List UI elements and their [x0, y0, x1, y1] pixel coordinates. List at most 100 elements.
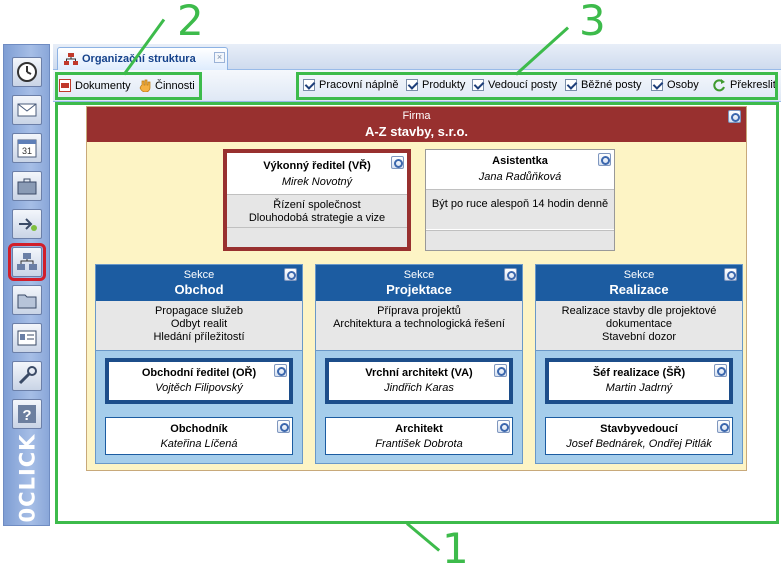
post-footer	[227, 227, 407, 247]
post-person: František Dobrota	[375, 438, 463, 450]
post-person: Jindřich Karas	[384, 382, 454, 394]
export-icon[interactable]	[12, 209, 42, 239]
post-title: Asistentka	[492, 155, 548, 167]
org-chart: Firma A-Z stavby, s.r.o. Výkonný ředitel…	[86, 106, 747, 471]
lead-settings-icon[interactable]	[714, 364, 727, 377]
section-description: Příprava projektů Architektura a technol…	[316, 301, 522, 351]
activities-button[interactable]: Činnosti	[139, 79, 195, 92]
org-tab-icon	[64, 53, 78, 65]
brand-text: 0CLICK	[15, 433, 39, 523]
briefcase-icon[interactable]	[12, 171, 42, 201]
checkbox[interactable]	[472, 79, 484, 91]
tab-strip: Organizační struktura ×	[53, 44, 781, 70]
annotation-number-3: 3	[579, 0, 606, 45]
executive-box[interactable]: Výkonný ředitel (VŘ) Mirek Novotný Řízen…	[223, 149, 411, 251]
redraw-label: Překreslit	[730, 79, 776, 91]
filter-label: Běžné posty	[581, 79, 642, 91]
post-title: Šéf realizace (ŠŘ)	[592, 367, 686, 379]
lead-post-box[interactable]: Obchodní ředitel (OŘ) Vojtěch Filipovský	[105, 358, 293, 404]
member-settings-icon[interactable]	[277, 420, 290, 433]
pdf-icon	[59, 79, 71, 92]
checkbox[interactable]	[651, 79, 663, 91]
section-obchod: Sekce Obchod Propagace služeb Odbyt real…	[95, 264, 303, 464]
annotation-frame-3	[296, 72, 778, 100]
section-projektace: Sekce Projektace Příprava projektů Archi…	[315, 264, 523, 464]
section-description: Realizace stavby dle projektové dokument…	[536, 301, 742, 351]
lead-settings-icon[interactable]	[274, 364, 287, 377]
post-description: Řízení společnost Dlouhodobá strategie a…	[227, 194, 407, 230]
checkbox[interactable]	[303, 79, 315, 91]
annotation-pointer-1	[406, 522, 441, 552]
filter-work-duties[interactable]: Pracovní náplně	[303, 79, 399, 91]
section-settings-icon[interactable]	[284, 268, 297, 281]
assistant-box[interactable]: Asistentka Jana Radůňková Být po ruce al…	[425, 149, 615, 251]
firm-settings-icon[interactable]	[728, 110, 741, 123]
checkbox[interactable]	[565, 79, 577, 91]
filter-products[interactable]: Produkty	[406, 79, 465, 91]
redraw-button[interactable]: Překreslit	[712, 78, 776, 92]
section-name: Projektace	[386, 282, 452, 297]
mail-icon[interactable]	[12, 95, 42, 125]
section-realizace: Sekce Realizace Realizace stavby dle pro…	[535, 264, 743, 464]
member-post-box[interactable]: Architekt František Dobrota	[325, 417, 513, 455]
post-title: Vrchní architekt (VA)	[365, 367, 473, 379]
post-footer	[426, 230, 614, 250]
org-chart-icon[interactable]	[8, 243, 46, 281]
tab-org-structure[interactable]: Organizační struktura ×	[57, 47, 228, 70]
desc-line: Stavební dozor	[602, 331, 676, 343]
annotation-number-2: 2	[177, 0, 204, 45]
filter-persons[interactable]: Osoby	[651, 79, 699, 91]
member-settings-icon[interactable]	[497, 420, 510, 433]
post-title: Obchodník	[170, 423, 228, 435]
help-icon[interactable]: ?	[12, 399, 42, 429]
folder-icon[interactable]	[12, 285, 42, 315]
desc-line: Odbyt realit	[170, 318, 228, 330]
desc-line: Hledání příležitostí	[153, 331, 245, 343]
brand-logo: 0CLICK	[10, 433, 44, 523]
section-name: Obchod	[174, 282, 224, 297]
section-name: Realizace	[609, 282, 669, 297]
filter-label: Pracovní náplně	[319, 79, 399, 91]
filter-regular-posts[interactable]: Běžné posty	[565, 79, 642, 91]
member-post-box[interactable]: Obchodník Kateřina Líčená	[105, 417, 293, 455]
post-description: Být po ruce alespoň 14 hodin denně	[426, 189, 614, 229]
tab-close-icon[interactable]: ×	[214, 52, 225, 63]
filter-label: Produkty	[422, 79, 466, 91]
desc-line: Řízení společnost	[273, 199, 361, 211]
section-settings-icon[interactable]	[504, 268, 517, 281]
lead-post-box[interactable]: Šéf realizace (ŠŘ) Martin Jadrný	[545, 358, 733, 404]
card-icon[interactable]	[12, 323, 42, 353]
tab-title: Organizační struktura	[82, 53, 196, 65]
calendar-day: 31	[22, 146, 32, 156]
lead-post-box[interactable]: Vrchní architekt (VA) Jindřich Karas	[325, 358, 513, 404]
firm-name: A-Z stavby, s.r.o.	[364, 124, 469, 139]
post-person: Josef Bednárek, Ondřej Pitlák	[566, 438, 712, 450]
filter-lead-posts[interactable]: Vedoucí posty	[472, 79, 557, 91]
assistant-settings-icon[interactable]	[598, 153, 611, 166]
executive-settings-icon[interactable]	[391, 156, 404, 169]
documents-button[interactable]: Dokumenty	[59, 79, 131, 92]
post-title: Obchodní ředitel (OŘ)	[141, 367, 257, 379]
clock-icon[interactable]	[12, 57, 42, 87]
toolbar: Dokumenty Činnosti Pracovní náplně Produ…	[53, 70, 781, 102]
post-title: Výkonný ředitel (VŘ)	[263, 160, 371, 172]
section-settings-icon[interactable]	[724, 268, 737, 281]
filter-label: Osoby	[667, 79, 699, 91]
desc-line: Příprava projektů	[377, 305, 461, 317]
post-person: Martin Jadrný	[605, 382, 673, 394]
desc-line: dokumentace	[605, 318, 673, 330]
lead-settings-icon[interactable]	[494, 364, 507, 377]
annotation-frame-2	[55, 72, 202, 100]
firm-header: Firma A-Z stavby, s.r.o.	[87, 107, 746, 142]
section-label: Sekce	[403, 269, 435, 281]
filter-label: Vedoucí posty	[488, 79, 558, 91]
member-post-box[interactable]: Stavbyvedoucí Josef Bednárek, Ondřej Pit…	[545, 417, 733, 455]
desc-line: Propagace služeb	[154, 305, 244, 317]
desc-line: Dlouhodobá strategie a vize	[248, 212, 386, 224]
calendar-icon[interactable]: 31	[12, 133, 42, 163]
section-label: Sekce	[623, 269, 655, 281]
member-settings-icon[interactable]	[717, 420, 730, 433]
tools-icon[interactable]	[12, 361, 42, 391]
checkbox[interactable]	[406, 79, 418, 91]
desc-line: Být po ruce alespoň 14 hodin denně	[431, 198, 609, 210]
